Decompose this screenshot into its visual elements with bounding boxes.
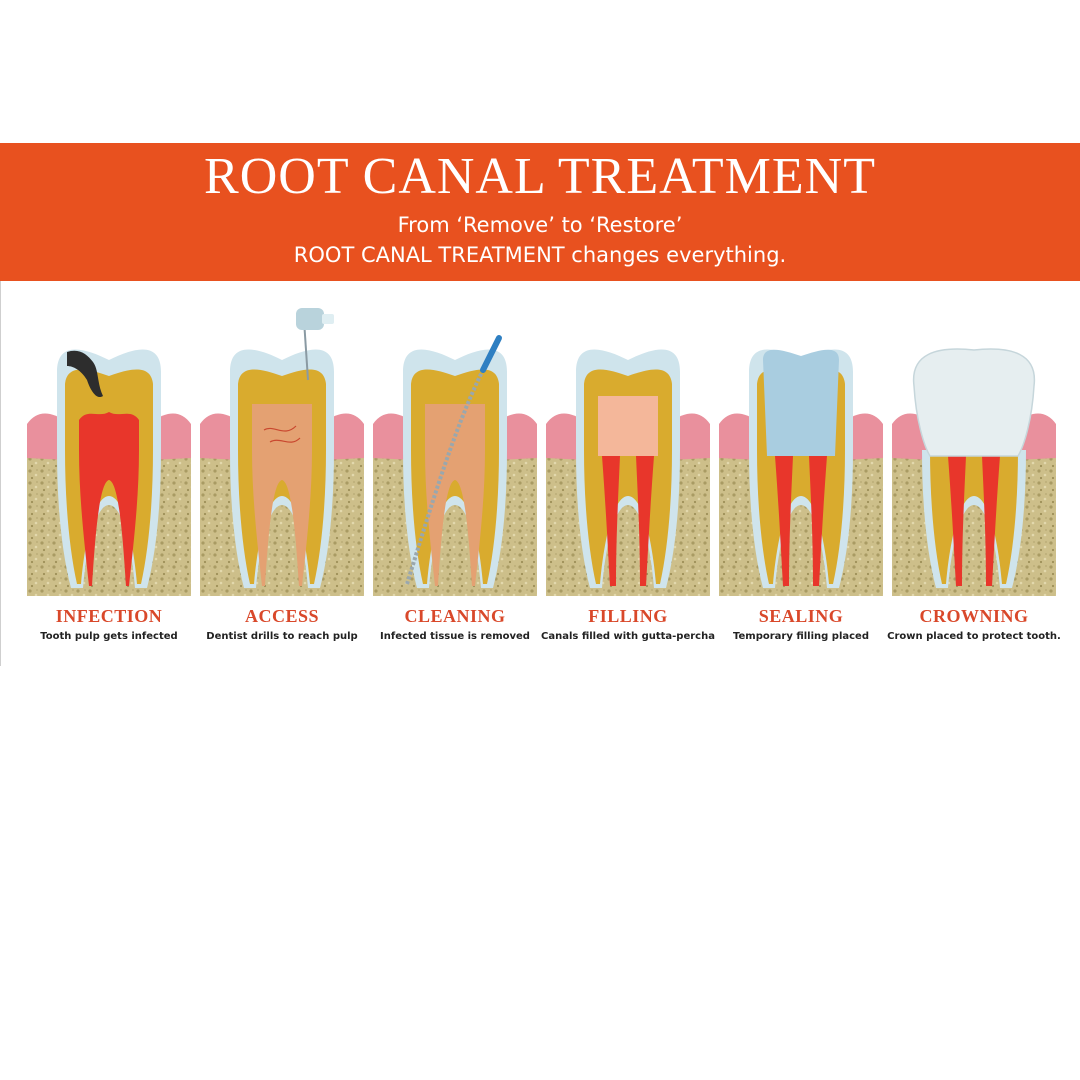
stage-infection: INFECTION Tooth pulp gets infected xyxy=(27,300,191,650)
step-name: INFECTION xyxy=(55,606,163,626)
step-description: Crown placed to protect tooth. xyxy=(887,631,1061,642)
tooth-sealing-illustration xyxy=(719,349,883,596)
step-name: SEALING xyxy=(758,606,844,626)
tooth-access-illustration xyxy=(200,308,364,596)
tooth-filling-illustration xyxy=(546,349,710,596)
page-title: ROOT CANAL TREATMENT xyxy=(204,148,876,205)
title-banner xyxy=(0,143,1080,281)
stage-filling: FILLING Canals filled with gutta-percha xyxy=(541,300,715,650)
tooth-crowning-illustration xyxy=(892,348,1056,596)
step-description: Tooth pulp gets infected xyxy=(40,631,178,642)
step-description: Infected tissue is removed xyxy=(380,631,530,642)
tooth-infection-illustration xyxy=(27,349,191,596)
tooth-cleaning-illustration xyxy=(373,335,537,596)
step-description: Canals filled with gutta-percha xyxy=(541,631,715,642)
subtitle-line-2: ROOT CANAL TREATMENT changes everything. xyxy=(293,243,787,267)
step-name: CLEANING xyxy=(404,606,506,626)
divider xyxy=(0,281,1,666)
step-name: ACCESS xyxy=(244,606,320,626)
stage-sealing: SEALING Temporary filling placed xyxy=(719,300,883,650)
step-name: FILLING xyxy=(588,606,668,626)
step-name: CROWNING xyxy=(919,606,1029,626)
step-description: Dentist drills to reach pulp xyxy=(206,631,358,642)
stage-cleaning: CLEANING Infected tissue is removed xyxy=(373,300,537,650)
step-description: Temporary filling placed xyxy=(733,631,869,642)
subtitle-line-1: From ‘Remove’ to ‘Restore’ xyxy=(397,213,683,237)
stage-crowning: CROWNING Crown placed to protect tooth. xyxy=(887,300,1061,650)
stage-access: ACCESS Dentist drills to reach pulp xyxy=(200,300,364,650)
